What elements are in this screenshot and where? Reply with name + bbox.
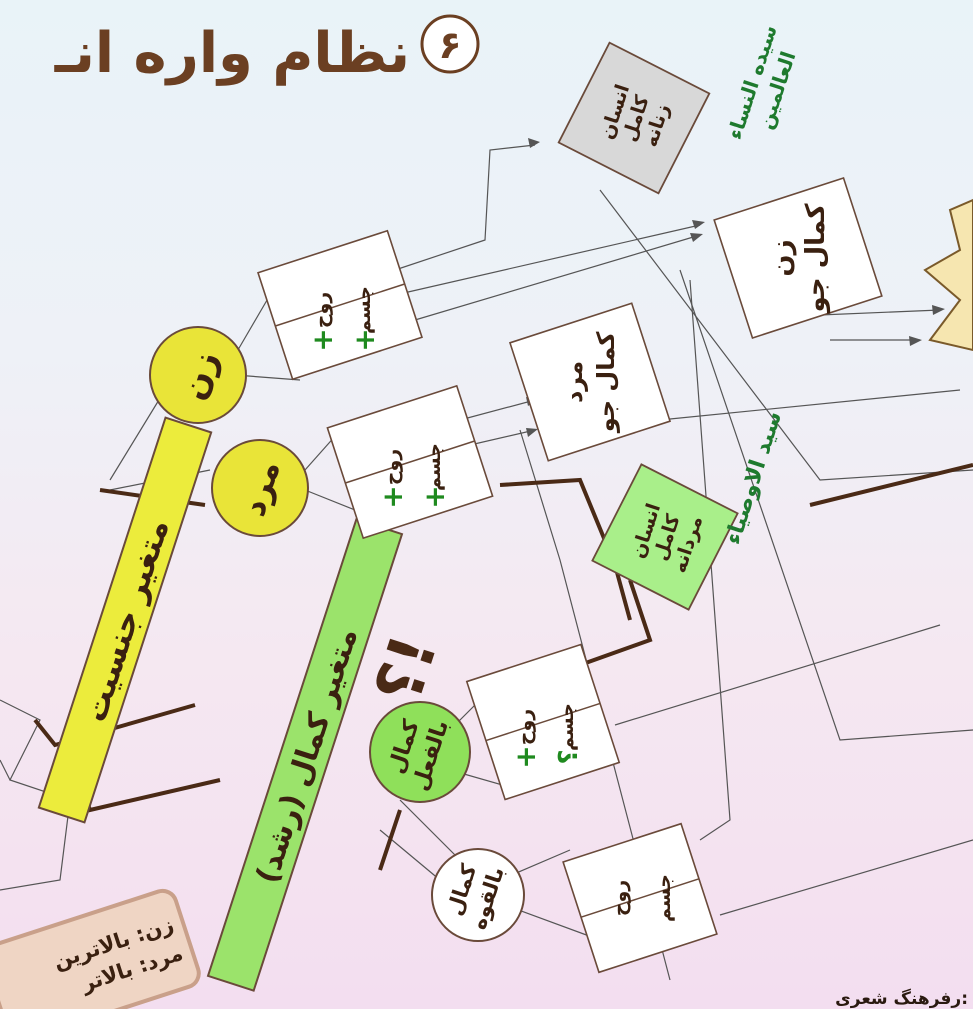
actual-box-body-label: جسم [556,703,578,751]
man-spirit-body-box: روح + جسم + [327,386,492,538]
gender-variable-bar: متغیر جنسیت [39,418,211,823]
arrowhead [528,138,540,148]
title-number: ۶ [438,23,461,67]
actual-box-body-sign: ؟ [554,749,584,764]
man-seeker-line1: مرد [560,361,588,403]
sayyid-label: سید الاوصیاء [721,408,788,547]
arrowhead [692,220,705,229]
woman-node: زن [150,327,246,423]
actual-perfection-node: کمال بالفعل [370,702,470,802]
potential-perfection-node: کمال بالقوه [432,849,524,941]
woman-box-spirit-sign: + [306,328,339,351]
perfect-male-diamond: انسان کامل مردانه [592,464,737,609]
actual-box-spirit-sign: + [509,745,542,768]
actual-spirit-body-box: روح + جسم ؟ [467,644,619,799]
woman-box-body-sign: + [348,328,381,351]
arrowhead [690,233,703,242]
potential-box-body-label: جسم [653,874,675,922]
perfect-female-diamond: انسان کامل زنانه [559,43,710,194]
man-box-spirit-label: روح [381,449,403,485]
flower-shape [925,200,973,350]
woman-spirit-body-box: روح + جسم + [258,231,422,381]
woman-box-spirit-label: روح [311,292,333,328]
title-text: نظام واره انـ [54,21,410,86]
sayyida-label: سیده النساء العالمین [722,22,806,150]
man-seeker-line2: کمال جو [592,332,620,434]
title: ۶ نظام واره انـ [54,16,478,86]
man-seeker-box: مرد کمال جو [510,303,670,460]
woman-box-body-label: جسم [353,286,375,334]
potential-spirit-body-box: روح جسم [563,824,717,973]
potential-box-spirit-label: روح [609,880,631,916]
actual-box-spirit-label: روح [514,709,536,745]
footer-text: رفرهنگ شعری: [835,988,968,1009]
arrowhead [526,428,538,437]
man-box-body-sign: + [418,485,451,508]
question-mark: ؟! [362,627,453,713]
arrowhead [909,336,922,346]
arrowhead [932,305,945,315]
woman-seeker-box: زن کمال جو [714,178,882,340]
woman-seeker-line1: زن [767,239,797,276]
note-box: زن: بالاترین مرد: بالاتر [0,887,202,1009]
woman-seeker-line2: کمال جو [801,203,831,315]
man-box-spirit-sign: + [376,485,409,508]
man-box-body-label: جسم [423,443,445,491]
perfection-variable-label: متغیر کمال (رشد) [250,624,365,888]
man-node: مرد [212,440,308,536]
